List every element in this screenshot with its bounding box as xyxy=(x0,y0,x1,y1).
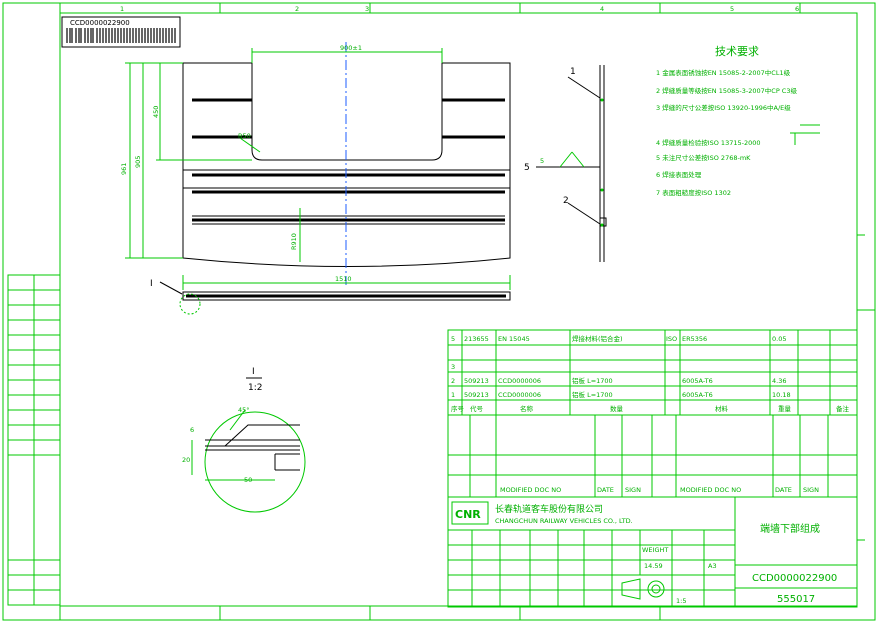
title-block: 5 213655 EN 15045 焊接材料(铝合金) ISO ER5356 0… xyxy=(447,329,858,608)
tech-item-5: 5 未注尺寸公差按ISO 2768-mK xyxy=(656,153,751,162)
detail-dim-45: 45° xyxy=(238,406,250,414)
dim-bottom-width: 1510 xyxy=(335,275,352,283)
part-callout-1: 1 xyxy=(570,67,576,77)
company-name-cn: 长春轨道客车股份有限公司 xyxy=(495,503,603,515)
bom-r4-c2: 509213 xyxy=(464,391,489,399)
side-view: 1 2 5 5 xyxy=(524,65,607,262)
zone-label-6: 6 xyxy=(795,5,799,13)
sign-label-left: SIGN xyxy=(625,486,641,494)
detail-title: I xyxy=(252,367,255,377)
signature-grid xyxy=(448,530,735,607)
zone-label-1: 1 xyxy=(120,5,124,13)
bom-r3-c2: 509213 xyxy=(464,377,489,385)
weld-symbol-label: 5 xyxy=(540,157,544,165)
detail-callout: I xyxy=(150,279,153,289)
company-logo: CNR xyxy=(455,508,481,521)
dim-upper-height: 450 xyxy=(152,106,160,118)
tech-item-2: 2 焊缝质量等级按EN 15085-3-2007中CP C3级 xyxy=(656,86,797,95)
bom-r3-c7: 4.36 xyxy=(772,377,786,385)
detail-dim-20: 20 xyxy=(182,456,190,464)
front-view: 900±1 961 905 450 R50 R910 1510 I xyxy=(120,42,511,315)
bom-h-7: 备注 xyxy=(836,404,850,413)
bom-h-1: 序号 xyxy=(451,404,465,413)
barcode-text: CCD0000022900 xyxy=(70,19,130,27)
bom-h-3: 名称 xyxy=(520,404,534,413)
company-name-en: CHANGCHUN RAILWAY VEHICLES CO., LTD. xyxy=(495,517,633,525)
date-label-left: DATE xyxy=(597,486,614,494)
bom-r4-c4: 铝板 L=1700 xyxy=(572,390,613,399)
bom-r4-c3: CCD0000006 xyxy=(498,391,541,399)
tech-item-4: 4 焊缝质量检验按ISO 13715-2000 xyxy=(656,138,761,147)
part-name: 端墙下部组成 xyxy=(760,522,820,535)
drawing-number: CCD0000022900 xyxy=(752,573,837,584)
detail-dim-6: 6 xyxy=(190,426,194,434)
weight-label: WEIGHT xyxy=(642,546,668,554)
bom-r2-c1: 3 xyxy=(451,363,455,371)
dim-height-total: 961 xyxy=(120,163,128,175)
bom-r1-c4: 焊接材料(铝合金) xyxy=(572,334,623,343)
sheet-number: 555017 xyxy=(777,594,815,605)
bom-r4-c7: 10.18 xyxy=(772,391,791,399)
bom-r3-c3: CCD0000006 xyxy=(498,377,541,385)
bom-r3-c6: 6005A-T6 xyxy=(682,377,713,385)
bom-r1-c2: 213655 xyxy=(464,335,489,343)
zone-ticks xyxy=(59,3,875,620)
detail-view: I 1:2 50 20 45° 6 xyxy=(182,367,306,513)
zone-label-4: 4 xyxy=(600,5,604,13)
tech-requirements: 技术要求 1 金属表面锈蚀按EN 15085-2-2007中CL1级 2 焊缝质… xyxy=(656,45,820,197)
tech-requirements-title: 技术要求 xyxy=(715,45,759,58)
tech-item-7: 7 表面粗糙度按ISO 1302 xyxy=(656,188,731,197)
scale-value: 1:5 xyxy=(676,597,686,605)
dim-side: R910 xyxy=(290,233,298,250)
tech-item-1: 1 金属表面锈蚀按EN 15085-2-2007中CL1级 xyxy=(656,68,791,77)
tech-item-6: 6 焊接表面处理 xyxy=(656,170,702,179)
zone-label-2: 2 xyxy=(295,5,299,13)
detail-scale: 1:2 xyxy=(248,383,262,393)
bom-r3-c1: 2 xyxy=(451,377,455,385)
date-label-right: DATE xyxy=(775,486,792,494)
bom-r1-c5: ISO xyxy=(666,335,677,343)
left-revision-strip xyxy=(7,274,61,606)
bom-r1-c6: ER5356 xyxy=(682,335,707,343)
part-callout-2: 2 xyxy=(563,196,569,206)
zone-label-3: 3 xyxy=(365,5,369,13)
bom-h-5: 材料 xyxy=(715,404,729,413)
bom-r1-c3: EN 15045 xyxy=(498,335,530,343)
dim-height-inner: 905 xyxy=(134,156,142,168)
bom-r3-c4: 铝板 L=1700 xyxy=(572,376,613,385)
detail-dim-50: 50 xyxy=(244,476,252,484)
modified-label-left: MODIFIED DOC NO xyxy=(500,486,561,494)
barcode: CCD0000022900 xyxy=(61,16,181,48)
dim-chamfer: R50 xyxy=(238,132,251,140)
sign-label-right: SIGN xyxy=(803,486,819,494)
format-value: A3 xyxy=(708,562,717,570)
zone-label-5: 5 xyxy=(730,5,734,13)
bom-r1-c1: 5 xyxy=(451,335,455,343)
section-callout: 5 xyxy=(524,163,530,173)
bom-h-4: 数量 xyxy=(610,404,624,413)
weight-value: 14.59 xyxy=(644,562,663,570)
bom-r1-c7: 0.05 xyxy=(772,335,786,343)
bom-h-6: 重量 xyxy=(778,405,792,413)
tech-item-3: 3 焊缝的尺寸公差按ISO 13920-1996中A/E级 xyxy=(656,103,791,112)
modified-label-right: MODIFIED DOC NO xyxy=(680,486,741,494)
bom-r4-c1: 1 xyxy=(451,391,455,399)
company-logo-box xyxy=(451,501,489,525)
bom-h-2: 代号 xyxy=(470,404,484,413)
bom-r4-c6: 6005A-T6 xyxy=(682,391,713,399)
dim-top-width: 900±1 xyxy=(340,44,362,52)
